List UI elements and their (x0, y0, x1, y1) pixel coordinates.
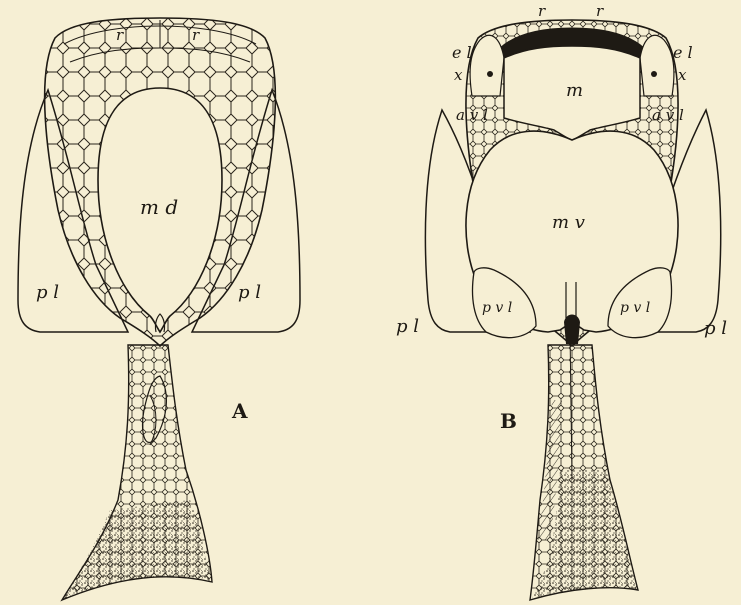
panel-a: r r m d p l p l A (18, 18, 300, 600)
panel-b-label-pvl-left: p v l (482, 300, 512, 316)
panel-b-label-avl-right: a v l (652, 106, 684, 124)
panel-b-label-pl-right: p l (704, 318, 727, 339)
panel-a-label-pl-right: p l (238, 282, 261, 303)
panel-b-label-avl-left: a v l (456, 106, 488, 124)
panel-b-caption: B (500, 409, 517, 433)
panel-b-label-el-right: e l (673, 43, 693, 62)
panel-b-label-m: m (566, 80, 583, 101)
panel-b-label-el-left: e l (452, 43, 472, 62)
panel-b-label-r-left: r (538, 2, 546, 20)
panel-b-label-pl-left: p l (396, 316, 419, 337)
panel-b: r r e l e l x x m a v l a v l m v p v l … (396, 2, 727, 600)
panel-a-label-pl-left: p l (36, 282, 59, 303)
panel-b-label-x-right: x (678, 66, 687, 84)
panel-b-x-dot-left (487, 71, 493, 77)
panel-b-dark-spot (564, 315, 580, 345)
panel-a-label-md: m d (140, 195, 178, 219)
panel-b-label-r-right: r (596, 2, 604, 20)
panel-a-caption: A (231, 399, 248, 423)
panel-b-label-pvl-right: p v l (620, 300, 650, 316)
panel-b-x-dot-right (651, 71, 657, 77)
panel-b-label-x-left: x (454, 66, 463, 84)
panel-a-label-r-left: r (116, 26, 124, 44)
panel-a-label-r-right: r (192, 26, 200, 44)
panel-b-label-mv: m v (552, 212, 585, 233)
panel-a-tail-stipple (64, 500, 210, 598)
